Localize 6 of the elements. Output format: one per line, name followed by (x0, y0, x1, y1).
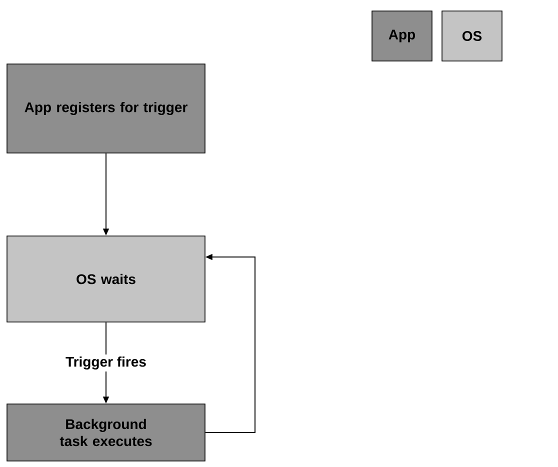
edge-label: Trigger fires (66, 356, 146, 370)
legend-label: App (388, 30, 416, 42)
process-box: App registers for trigger (6, 64, 206, 154)
process-box: OS waits (6, 236, 206, 322)
legend-label: OS (462, 31, 482, 41)
process-box: Background task executes (6, 404, 206, 462)
